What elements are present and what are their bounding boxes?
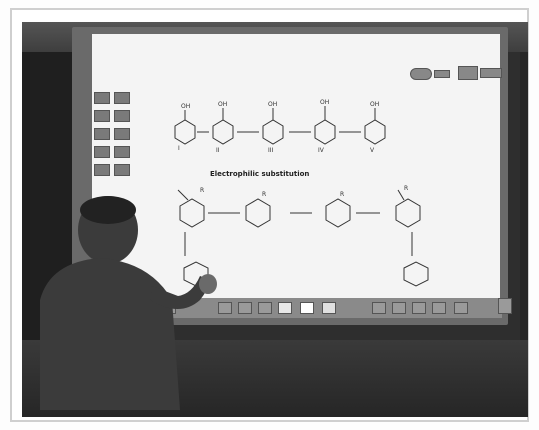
benzene-ring-mid	[245, 198, 271, 228]
structure-label-3: III	[268, 147, 274, 154]
toolbar-button[interactable]	[258, 302, 272, 314]
toolbox-icon[interactable]	[94, 110, 110, 122]
structure-label-4: IV	[318, 147, 325, 154]
r-group-2: R	[262, 191, 266, 198]
toolbox-icon[interactable]	[114, 110, 130, 122]
interactive-whiteboard[interactable]	[92, 34, 500, 302]
pen-tool-icon[interactable]	[480, 68, 502, 78]
substituent-1: OH	[181, 103, 190, 110]
r-group-1: R	[200, 187, 204, 194]
structure-label-1: I	[178, 145, 180, 152]
benzene-ring-left	[179, 198, 205, 228]
toolbar-button[interactable]	[322, 302, 336, 314]
trash-icon[interactable]	[498, 298, 512, 314]
substituent-4: OH	[320, 99, 329, 106]
r-group-4: R	[404, 185, 408, 192]
toolbar-button[interactable]	[278, 302, 292, 314]
structure-label-5: V	[370, 147, 375, 154]
toolbar-button[interactable]	[218, 302, 232, 314]
pen-tool-icon[interactable]	[410, 68, 432, 80]
board-heading: Electrophilic substitution	[210, 170, 310, 178]
right-wall	[520, 52, 528, 352]
structure-label-2: II	[216, 147, 220, 154]
toolbox-icon[interactable]	[114, 146, 130, 158]
toolbar-button[interactable]	[300, 302, 314, 314]
toolbar-button[interactable]	[238, 302, 252, 314]
toolbox-icon[interactable]	[114, 128, 130, 140]
cyclohexane-right	[403, 261, 429, 287]
substituent-2: OH	[218, 101, 227, 108]
toolbox-icon[interactable]	[94, 92, 110, 104]
toolbar-button[interactable]	[412, 302, 426, 314]
toolbar-button[interactable]	[372, 302, 386, 314]
benzene-ring-right	[325, 198, 351, 228]
r-group-3: R	[340, 191, 344, 198]
benzene-ring-far-right	[395, 198, 421, 228]
toolbox-icon[interactable]	[114, 164, 130, 176]
substituent-5: OH	[370, 101, 379, 108]
pen-tool-icon[interactable]	[458, 66, 478, 80]
pen-tool-icon[interactable]	[434, 70, 450, 78]
toolbox-icon[interactable]	[114, 92, 130, 104]
toolbox-icon[interactable]	[94, 146, 110, 158]
toolbox-icon[interactable]	[94, 128, 110, 140]
toolbox-icon[interactable]	[94, 164, 110, 176]
substituent-3: OH	[268, 101, 277, 108]
toolbar-button[interactable]	[392, 302, 406, 314]
toolbar-button[interactable]	[432, 302, 446, 314]
toolbar-button[interactable]	[454, 302, 468, 314]
